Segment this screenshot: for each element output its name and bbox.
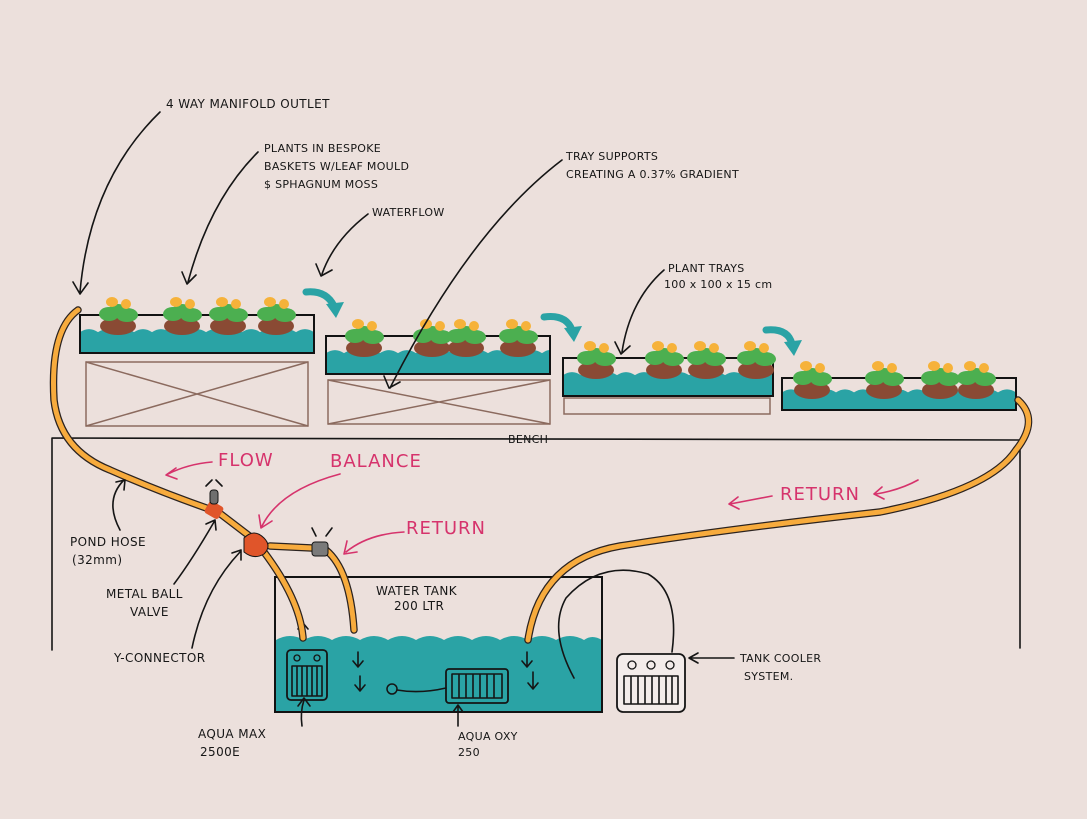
pink-arrows	[165, 461, 919, 555]
bench-label: BENCH	[508, 433, 548, 446]
plant-basket	[865, 361, 904, 399]
tray-water-4	[782, 389, 1016, 410]
teal-curved-arrow-icon	[302, 288, 344, 318]
plant-basket	[499, 319, 538, 357]
plant-basket	[921, 361, 960, 399]
plant-basket	[99, 297, 138, 335]
plant-basket	[957, 361, 996, 399]
waterflow-arrows	[302, 288, 802, 356]
pump-grille-icon	[451, 673, 503, 699]
bench	[51, 437, 1021, 651]
tray-support-1	[85, 361, 309, 427]
pond-hose-label-line2: (32mm)	[72, 553, 122, 567]
pond-hose-label-line1: POND HOSE	[70, 535, 146, 549]
plant-basket	[209, 297, 248, 335]
tray-supports-label-line1: TRAY SUPPORTS	[565, 150, 658, 163]
teal-curved-arrow-icon	[540, 313, 582, 342]
manifold-outlet-label: 4 WAY MANIFOLD OUTLET	[166, 97, 330, 111]
plant-basket	[645, 341, 684, 379]
ball-valve-label-line2: VALVE	[130, 605, 169, 619]
plant-basket	[163, 297, 202, 335]
y-connector-label: Y-CONNECTOR	[113, 651, 206, 665]
teal-curved-arrow-icon	[762, 326, 802, 356]
plant-basket	[737, 341, 776, 379]
return-label-right: RETURN	[780, 484, 860, 505]
tray-water-2	[326, 350, 551, 374]
y-connector	[243, 532, 269, 558]
plant-trays-label-line2: 100 x 100 x 15 cm	[664, 278, 772, 291]
plant-trays	[79, 314, 1017, 411]
plant-basket	[413, 319, 452, 357]
tray-supports-label-line2: CREATING A 0.37% GRADIENT	[566, 168, 739, 181]
return-label-left: RETURN	[406, 518, 486, 539]
ball-valve-flow	[204, 479, 224, 519]
flow-label: FLOW	[218, 450, 274, 471]
plant-basket	[793, 361, 832, 399]
tank-cooler	[557, 569, 686, 713]
balance-label: BALANCE	[330, 451, 422, 472]
waterflow-label: WATERFLOW	[372, 206, 445, 219]
ball-valve-return	[311, 527, 333, 557]
tray-water-3	[563, 372, 773, 396]
tank-cooler-label-line1: TANK COOLER	[739, 652, 821, 665]
plant-basket	[577, 341, 616, 379]
plant-basket	[447, 319, 486, 357]
annotation-arrows	[72, 111, 735, 727]
plant-basket	[687, 341, 726, 379]
aqua-oxy-pump	[386, 668, 509, 704]
plants-label-line2: BASKETS W/LEAF MOULD	[264, 160, 409, 173]
plant-baskets	[99, 297, 996, 399]
aquamax-pump	[286, 649, 328, 701]
plant-basket	[257, 297, 296, 335]
aqua-oxy-label-line2: 250	[458, 746, 480, 759]
plant-trays-label-line1: PLANT TRAYS	[668, 262, 745, 275]
pond-hose	[49, 306, 1033, 644]
aquamax-label-line1: AQUA MAX	[198, 727, 266, 741]
plants-label-line3: $ SPHAGNUM MOSS	[264, 178, 378, 191]
water-tank-label-line2: 200 LTR	[394, 599, 444, 613]
aqua-oxy-label-line1: AQUA OXY	[458, 730, 518, 743]
pump-grille-icon	[291, 665, 323, 697]
cooler-unit-icon	[623, 660, 679, 705]
tray-support-2	[327, 379, 551, 425]
ball-valve-label-line1: METAL BALL	[106, 587, 183, 601]
water-tank-label-line1: WATER TANK	[376, 584, 458, 598]
tank-cooler-label-line2: SYSTEM.	[744, 670, 793, 683]
tray-support-3	[563, 397, 771, 415]
plants-label-line1: PLANTS IN BESPOKE	[264, 142, 381, 155]
aquamax-label-line2: 2500E	[200, 745, 240, 759]
tray-water-1	[80, 329, 314, 353]
plant-basket	[345, 319, 384, 357]
